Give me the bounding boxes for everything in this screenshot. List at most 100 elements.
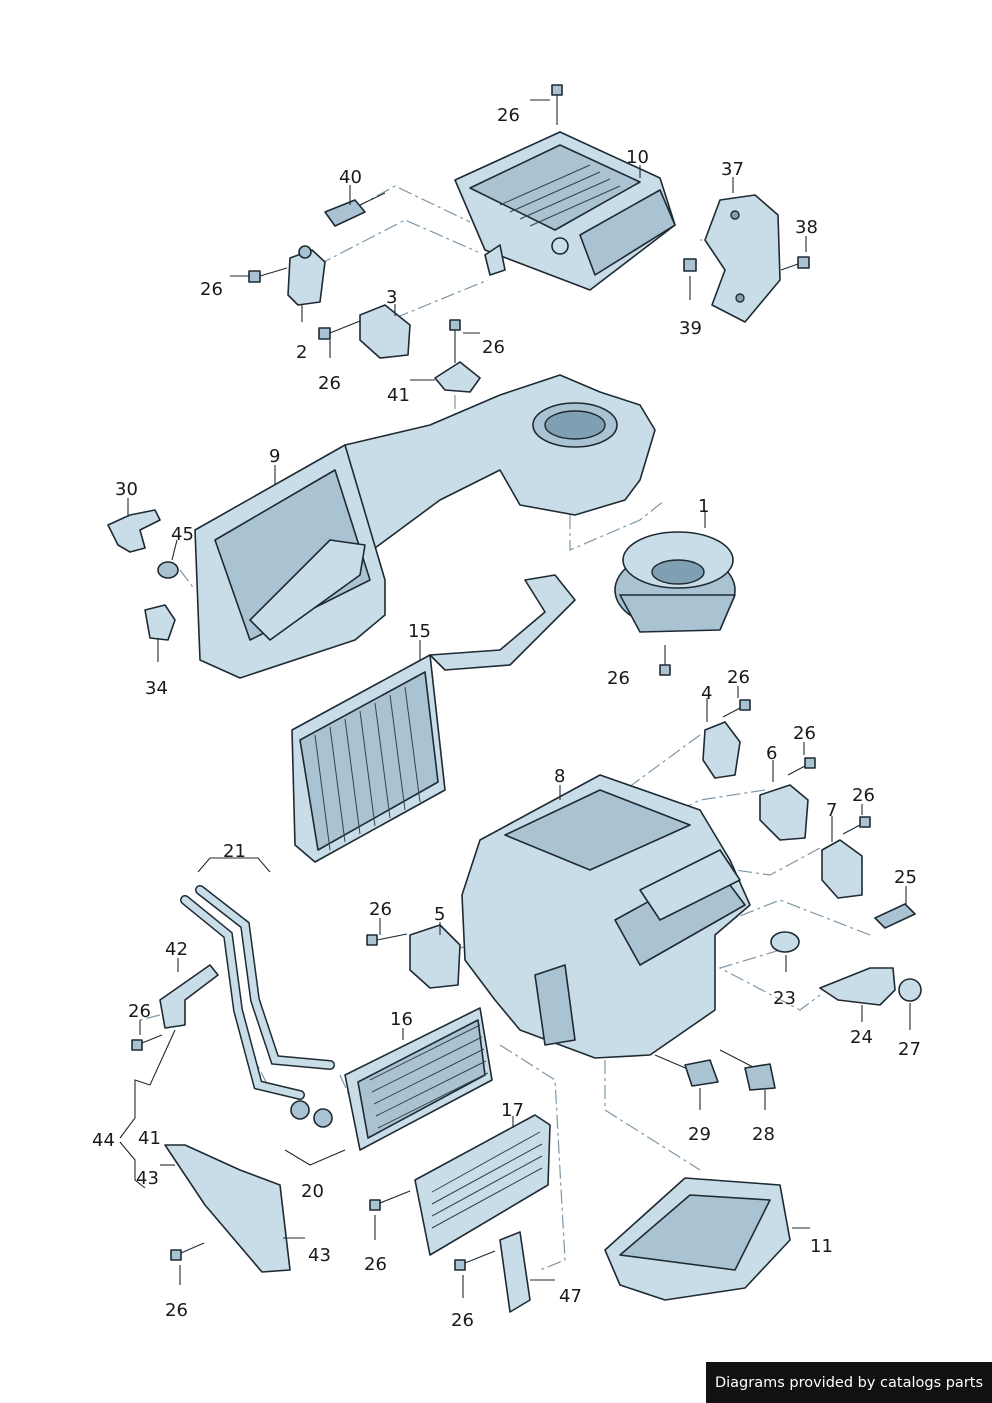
screw-38 (780, 256, 810, 271)
callout-26: 26 (451, 1310, 474, 1331)
callout-21: 21 (223, 841, 246, 862)
part-47-bracket (499, 1231, 531, 1313)
part-7-actuator (821, 839, 863, 899)
part-45-clip (157, 561, 179, 579)
part-16-heater-core (344, 1007, 493, 1151)
screw-39 (683, 258, 697, 272)
callout-4: 4 (701, 683, 712, 704)
callout-labels: 26 10 37 38 39 40 26 2 3 26 26 41 9 30 4… (92, 105, 921, 1331)
callout-5: 5 (434, 904, 445, 925)
screw-6 (787, 757, 816, 776)
callout-26: 26 (128, 1001, 151, 1022)
part-20-clips (290, 1100, 333, 1128)
part-17-heater (414, 1114, 551, 1256)
callout-26: 26 (318, 373, 341, 394)
callout-9: 9 (269, 446, 280, 467)
callout-2: 2 (296, 342, 307, 363)
callout-44: 44 (92, 1130, 115, 1151)
part-8-distribution-housing (461, 774, 751, 1059)
callout-16: 16 (390, 1009, 413, 1030)
part-4-actuator (702, 721, 741, 779)
callout-41: 41 (387, 385, 410, 406)
callout-26: 26 (852, 785, 875, 806)
callout-7: 7 (826, 800, 837, 821)
callout-39: 39 (679, 318, 702, 339)
part-5-bracket (409, 924, 461, 989)
screw-4 (722, 699, 751, 718)
screw-5 (366, 933, 408, 946)
callout-43: 43 (136, 1168, 159, 1189)
callout-27: 27 (898, 1039, 921, 1060)
part-25-sensor (874, 903, 916, 929)
callout-34: 34 (145, 678, 168, 699)
callout-40: 40 (339, 167, 362, 188)
callout-26: 26 (727, 667, 750, 688)
part-24-duct (819, 967, 896, 1006)
callout-43: 43 (308, 1245, 331, 1266)
part-3-actuator (359, 304, 411, 359)
part-11-base (604, 1177, 791, 1301)
callout-26: 26 (364, 1254, 387, 1275)
screw-3 (318, 320, 361, 340)
part-21-pipes (180, 885, 335, 1100)
callout-10: 10 (626, 147, 649, 168)
leader-lines (119, 99, 911, 1298)
callout-47: 47 (559, 1286, 582, 1307)
callout-23: 23 (773, 988, 796, 1009)
callout-30: 30 (115, 479, 138, 500)
callout-42: 42 (165, 939, 188, 960)
screw-7 (842, 816, 871, 835)
part-41-plate (434, 361, 481, 393)
screw-1 (659, 645, 671, 676)
part-42-bracket (159, 964, 219, 1029)
callout-24: 24 (850, 1027, 873, 1048)
part-34-valve (144, 604, 176, 641)
callout-3: 3 (386, 287, 397, 308)
callout-41: 41 (138, 1128, 161, 1149)
part-27-cap (898, 978, 922, 1002)
callout-26: 26 (482, 337, 505, 358)
callout-11: 11 (810, 1236, 833, 1257)
screw-47 (454, 1250, 496, 1271)
callout-25: 25 (894, 867, 917, 888)
callout-26: 26 (200, 279, 223, 300)
part-37-bracket (704, 194, 781, 323)
part-30-hose (107, 509, 161, 553)
part-43-cover (164, 1144, 291, 1273)
screw-41 (449, 319, 461, 363)
screw-17 (369, 1190, 411, 1211)
screw-42 (131, 1034, 163, 1051)
screw-43 (170, 1242, 205, 1261)
callout-37: 37 (721, 159, 744, 180)
part-2-actuator (287, 245, 326, 306)
screw-top (551, 84, 563, 125)
callout-8: 8 (554, 766, 565, 787)
part-10-upper-housing (454, 131, 676, 291)
callout-29: 29 (688, 1124, 711, 1145)
callout-26: 26 (497, 105, 520, 126)
part-6-actuator (759, 784, 809, 841)
callout-28: 28 (752, 1124, 775, 1145)
callout-26: 26 (165, 1300, 188, 1321)
callout-26: 26 (607, 668, 630, 689)
callout-38: 38 (795, 217, 818, 238)
callout-20: 20 (301, 1181, 324, 1202)
screws (131, 84, 871, 1271)
callout-26: 26 (369, 899, 392, 920)
credit-banner: Diagrams provided by catalogs parts (706, 1362, 992, 1403)
part-28-sensor (719, 1049, 776, 1091)
callout-15: 15 (408, 621, 431, 642)
part-1-blower (614, 531, 736, 633)
callout-45: 45 (171, 524, 194, 545)
screw-2 (248, 267, 288, 283)
part-9-housing (194, 374, 656, 679)
part-40-sensor (324, 192, 386, 227)
part-23-grommet (770, 931, 800, 953)
callout-6: 6 (766, 743, 777, 764)
callout-17: 17 (501, 1100, 524, 1121)
part-15-evaporator (291, 574, 576, 863)
callout-26: 26 (793, 723, 816, 744)
part-29-sensor (654, 1054, 719, 1087)
callout-1: 1 (698, 496, 709, 517)
